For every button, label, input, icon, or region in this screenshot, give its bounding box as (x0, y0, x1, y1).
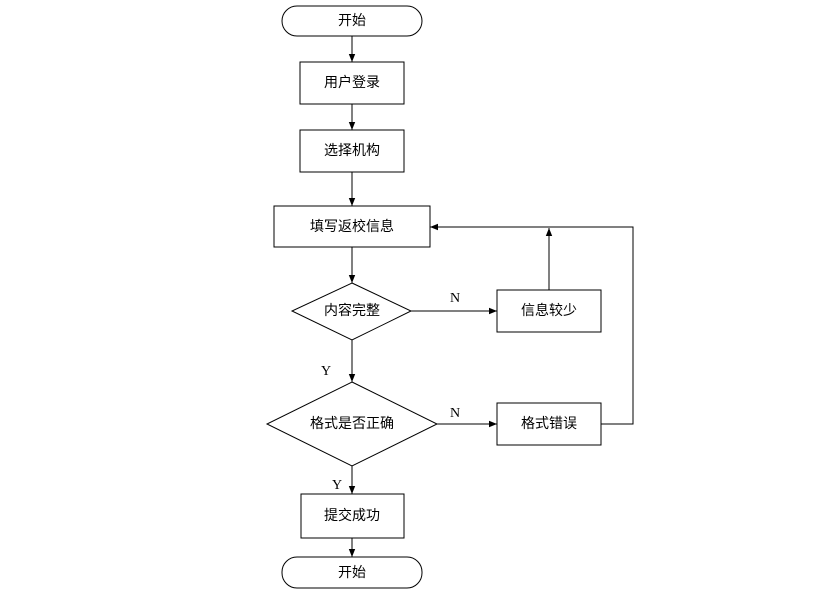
info-insufficient-label: 信息较少 (521, 302, 577, 319)
login-label: 用户登录 (324, 74, 380, 91)
format-error-process (496, 402, 602, 446)
start-terminator (281, 5, 423, 37)
info-insufficient-process (496, 289, 602, 333)
node-select-org: 选择机构 (299, 129, 405, 173)
node-end: 开始 (281, 556, 423, 589)
content-complete-decision (290, 282, 413, 341)
format-correct-decision (265, 381, 439, 467)
content-yes-label: Y (321, 364, 331, 379)
node-submit-success: 提交成功 (300, 493, 405, 539)
node-start: 开始 (281, 5, 423, 37)
content-no-label: N (450, 291, 460, 306)
format-correct-label: 格式是否正确 (310, 416, 394, 432)
node-login: 用户登录 (299, 61, 405, 105)
edges (348, 36, 634, 557)
edge-labels: N Y N Y (321, 291, 460, 493)
end-label: 开始 (338, 565, 366, 581)
submit-success-label: 提交成功 (324, 507, 380, 524)
node-format-error: 格式错误 (496, 402, 602, 446)
fill-info-label: 填写返校信息 (310, 218, 394, 235)
edge-error-fill (430, 223, 634, 425)
fill-info-process (273, 205, 431, 248)
start-label: 开始 (338, 13, 366, 29)
format-yes-label: Y (332, 478, 342, 493)
node-format-correct: 格式是否正确 (265, 381, 439, 467)
submit-success-process (300, 493, 405, 539)
node-info-insufficient: 信息较少 (496, 289, 602, 333)
end-terminator (281, 556, 423, 589)
select-org-label: 选择机构 (324, 143, 380, 159)
node-content-complete: 内容完整 (290, 282, 413, 341)
format-no-label: N (450, 406, 460, 421)
format-error-label: 格式错误 (521, 416, 577, 432)
login-process (299, 61, 405, 105)
node-fill-info: 填写返校信息 (273, 205, 431, 248)
content-complete-label: 内容完整 (324, 302, 380, 319)
select-org-process (299, 129, 405, 173)
